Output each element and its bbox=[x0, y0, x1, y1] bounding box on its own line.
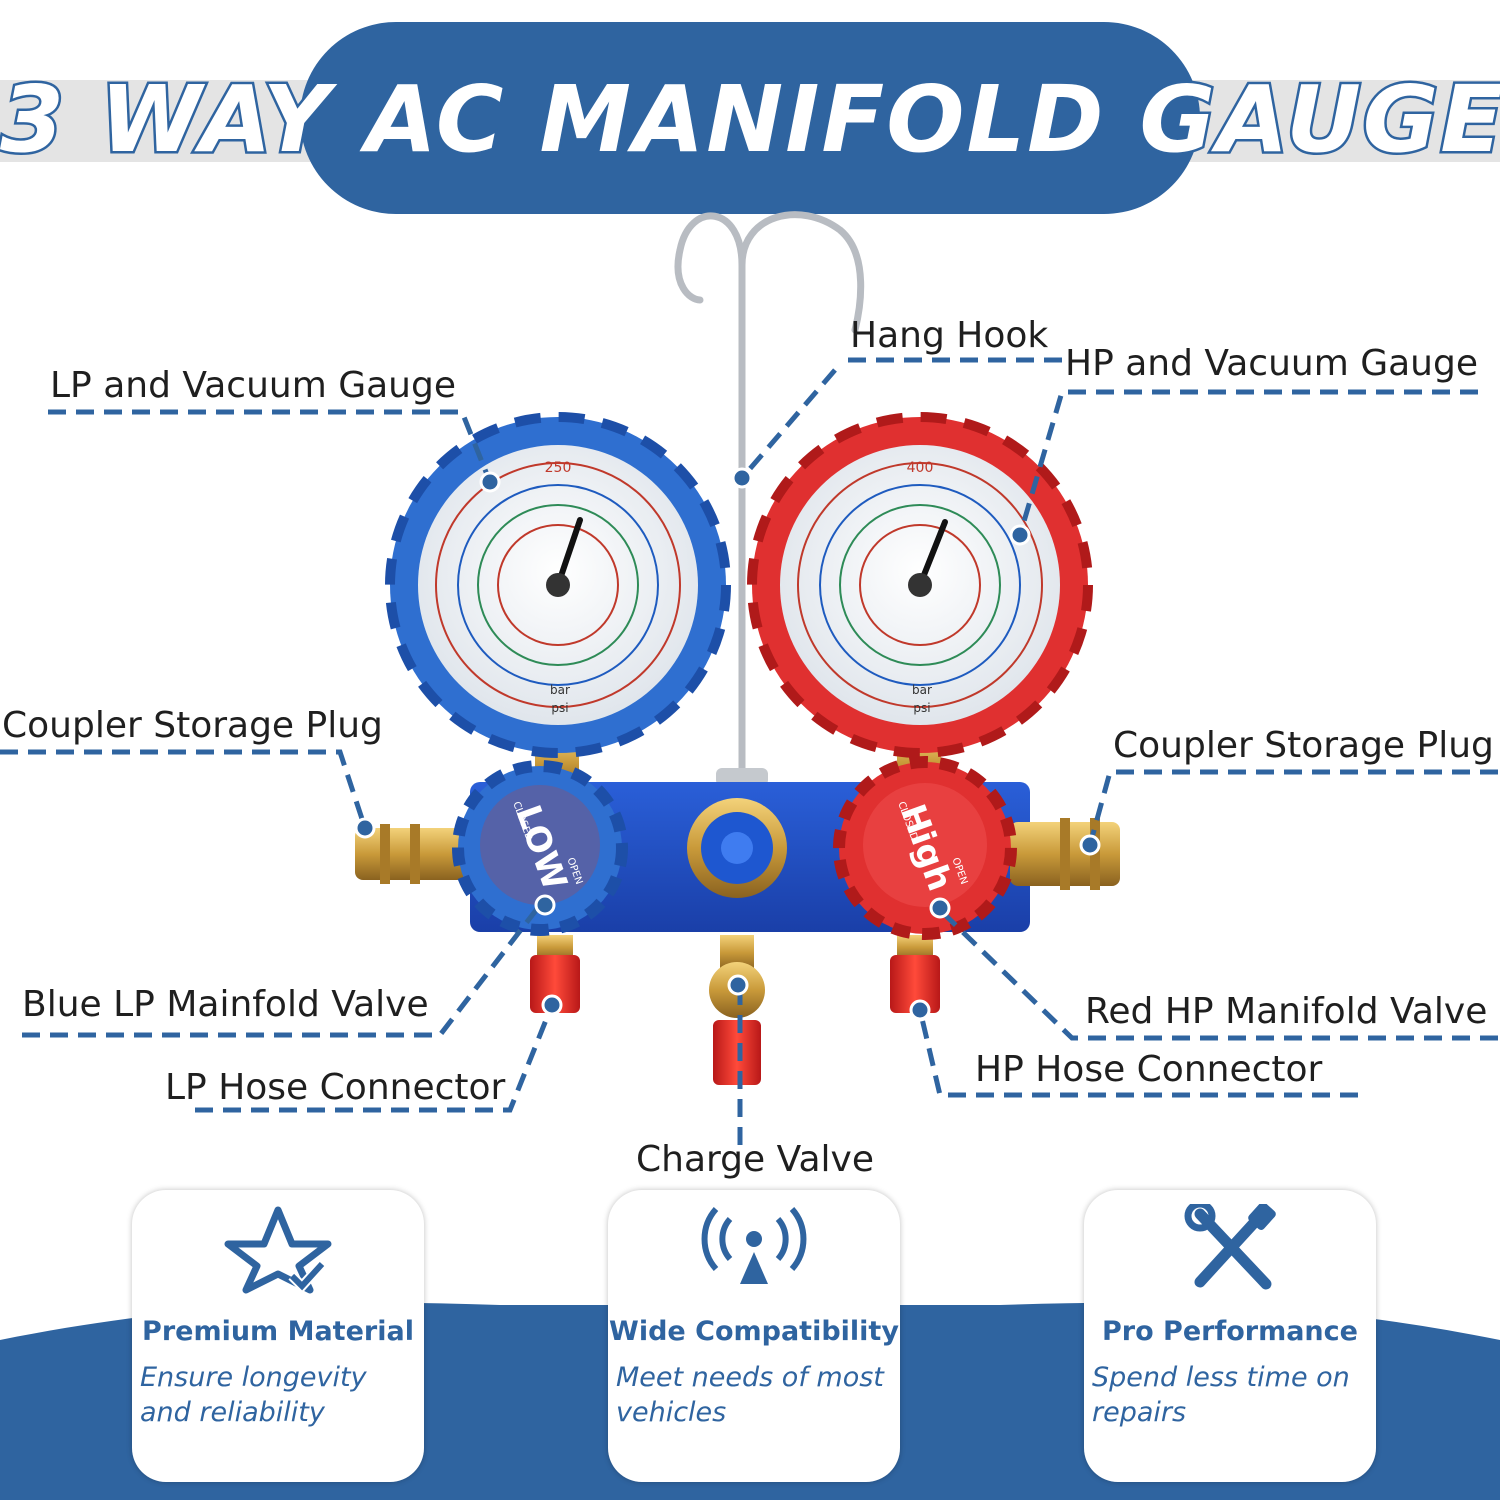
label-lp-hose: LP Hose Connector bbox=[165, 1067, 506, 1108]
title-pill bbox=[300, 22, 1200, 214]
manifold-gauge-illustration: 250 psi bar 400 psi bar LOW CLOSED OPEN … bbox=[0, 211, 1498, 1145]
star-check-icon bbox=[224, 1206, 332, 1294]
label-red-hp-valve: Red HP Manifold Valve bbox=[1085, 991, 1488, 1032]
label-hp-hose: HP Hose Connector bbox=[975, 1049, 1323, 1090]
page-title: 3 WAY AC MANIFOLD GAUGE bbox=[0, 64, 1500, 176]
label-hang-hook: Hang Hook bbox=[850, 315, 1049, 356]
feature-desc: Ensure longevity and reliability bbox=[140, 1362, 367, 1428]
svg-text:250: 250 bbox=[545, 460, 572, 476]
feature-card-compatibility: Wide Compatibility Meet needs of most ve… bbox=[608, 1190, 900, 1482]
hook-mount bbox=[716, 768, 768, 786]
left-coupler bbox=[355, 824, 465, 884]
hang-hook bbox=[674, 211, 865, 779]
feature-title: Wide Compatibility bbox=[609, 1316, 899, 1347]
label-coupler-right: Coupler Storage Plug bbox=[1113, 725, 1494, 766]
svg-text:bar: bar bbox=[550, 683, 570, 697]
feature-desc: Spend less time on repairs bbox=[1092, 1362, 1350, 1428]
label-hp-gauge: HP and Vacuum Gauge bbox=[1065, 343, 1478, 384]
lp-gauge: 250 psi bar bbox=[385, 412, 731, 790]
svg-text:psi: psi bbox=[551, 701, 568, 715]
low-knob: LOW CLOSED OPEN bbox=[452, 760, 628, 936]
callout-lines bbox=[0, 357, 1498, 1145]
right-coupler bbox=[1010, 818, 1120, 890]
label-blue-lp-valve: Blue LP Mainfold Valve bbox=[22, 984, 429, 1025]
high-knob: High CLOSED OPEN bbox=[833, 756, 1017, 940]
label-lp-gauge: LP and Vacuum Gauge bbox=[50, 365, 456, 406]
svg-text:400: 400 bbox=[907, 460, 934, 476]
svg-text:psi: psi bbox=[913, 701, 930, 715]
feature-title: Premium Material bbox=[142, 1316, 414, 1347]
svg-text:bar: bar bbox=[912, 683, 932, 697]
label-coupler-left: Coupler Storage Plug bbox=[2, 705, 383, 746]
feature-card-premium: Premium Material Ensure longevity and re… bbox=[132, 1190, 424, 1482]
feature-card-performance: Pro Performance Spend less time on repai… bbox=[1084, 1190, 1376, 1482]
charge-valve-part bbox=[709, 935, 765, 1085]
signal-tower-icon bbox=[701, 1207, 807, 1284]
label-charge-valve: Charge Valve bbox=[636, 1139, 874, 1180]
feature-title: Pro Performance bbox=[1102, 1316, 1358, 1347]
callout-dots bbox=[354, 467, 1101, 1021]
hp-gauge: 400 psi bar bbox=[747, 412, 1093, 790]
lp-hose-connector bbox=[530, 935, 580, 1013]
wrench-screwdriver-icon bbox=[1184, 1204, 1276, 1290]
feature-desc: Meet needs of most vehicles bbox=[616, 1362, 884, 1428]
